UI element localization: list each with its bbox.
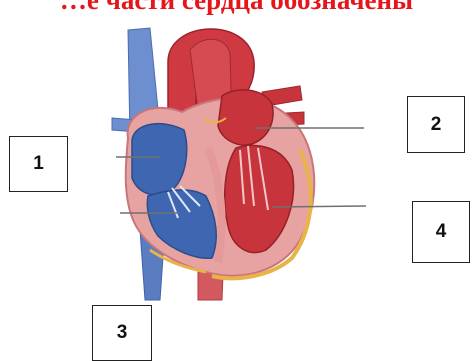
label-box-1[interactable]: 1 [9, 136, 68, 192]
diagram-title: …е части сердца обозначены [0, 0, 473, 14]
label-box-4[interactable]: 4 [412, 201, 470, 263]
label-box-2[interactable]: 2 [407, 96, 465, 153]
pointer-line-4 [272, 206, 366, 207]
label-box-3[interactable]: 3 [92, 305, 152, 361]
